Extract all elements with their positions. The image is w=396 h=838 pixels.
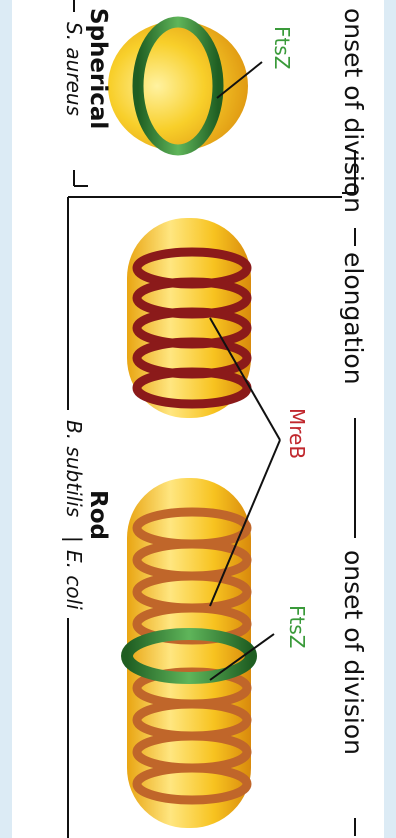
ftsz-top-label: FtsZ: [270, 26, 294, 69]
ftsz-ring-spherical: [132, 16, 224, 156]
dividing-rod-cell: [121, 478, 257, 828]
species-separator: |: [62, 536, 86, 543]
onset-of-division-top-label: onset of division: [339, 8, 368, 213]
ftsz-bottom-label: FtsZ: [285, 605, 309, 648]
ftsz-top-pointer: [216, 61, 263, 99]
elongation-label: elongation: [339, 252, 368, 385]
onset-of-division-bottom-label: onset of division: [339, 550, 368, 755]
mreb-helix-short: [132, 247, 252, 409]
rod-label: Rod: [85, 490, 111, 540]
cell-shape-figure: onset of division elongation onset of di…: [12, 0, 384, 838]
s-aureus-label: S. aureus: [62, 22, 86, 116]
phase-bracket-lines: [342, 150, 356, 836]
e-coli-label: E. coli: [62, 550, 86, 610]
spherical-cell: [108, 16, 248, 156]
elongating-rod-cell: [127, 218, 252, 418]
ftsz-bottom-pointer: [209, 633, 275, 681]
spherical-label: Spherical: [85, 8, 111, 129]
mreb-label: MreB: [285, 408, 309, 459]
mreb-pointers: [209, 317, 281, 607]
ftsz-ring-rod: [121, 628, 257, 684]
figure-svg: onset of division elongation onset of di…: [62, 0, 368, 838]
group-bracket-lines: [67, 0, 342, 838]
b-subtilis-label: B. subtilis: [62, 420, 86, 517]
spherical-cell-body: [108, 21, 248, 151]
